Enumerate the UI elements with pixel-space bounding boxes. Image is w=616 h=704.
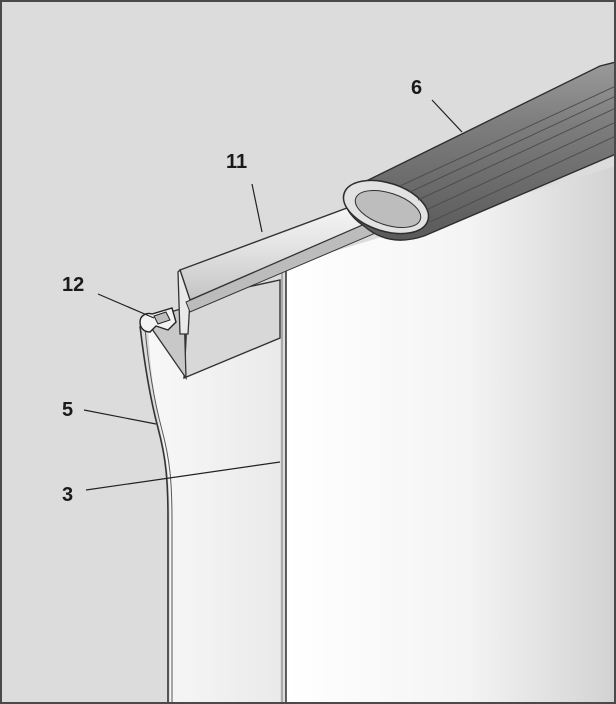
rod-end-hole: [354, 190, 422, 228]
rod-grooves: [399, 85, 616, 223]
folded-strip-inner-line: [144, 327, 173, 704]
leader-5: [83, 409, 157, 425]
leader-11: [251, 183, 263, 233]
clip-insert: [153, 311, 171, 325]
leader-6: [431, 99, 463, 133]
top-bar-end: [177, 268, 191, 335]
leader-12: [97, 293, 155, 319]
callout-11: 11: [226, 151, 248, 173]
folded-strip-outline: [139, 325, 169, 704]
leader-3: [85, 461, 281, 491]
folded-strip: [148, 326, 280, 704]
main-panel: [286, 166, 616, 704]
callout-5: 5: [62, 399, 74, 421]
callout-6: 6: [411, 77, 423, 99]
callout-12: 12: [62, 274, 85, 296]
callout-3: 3: [62, 484, 74, 506]
